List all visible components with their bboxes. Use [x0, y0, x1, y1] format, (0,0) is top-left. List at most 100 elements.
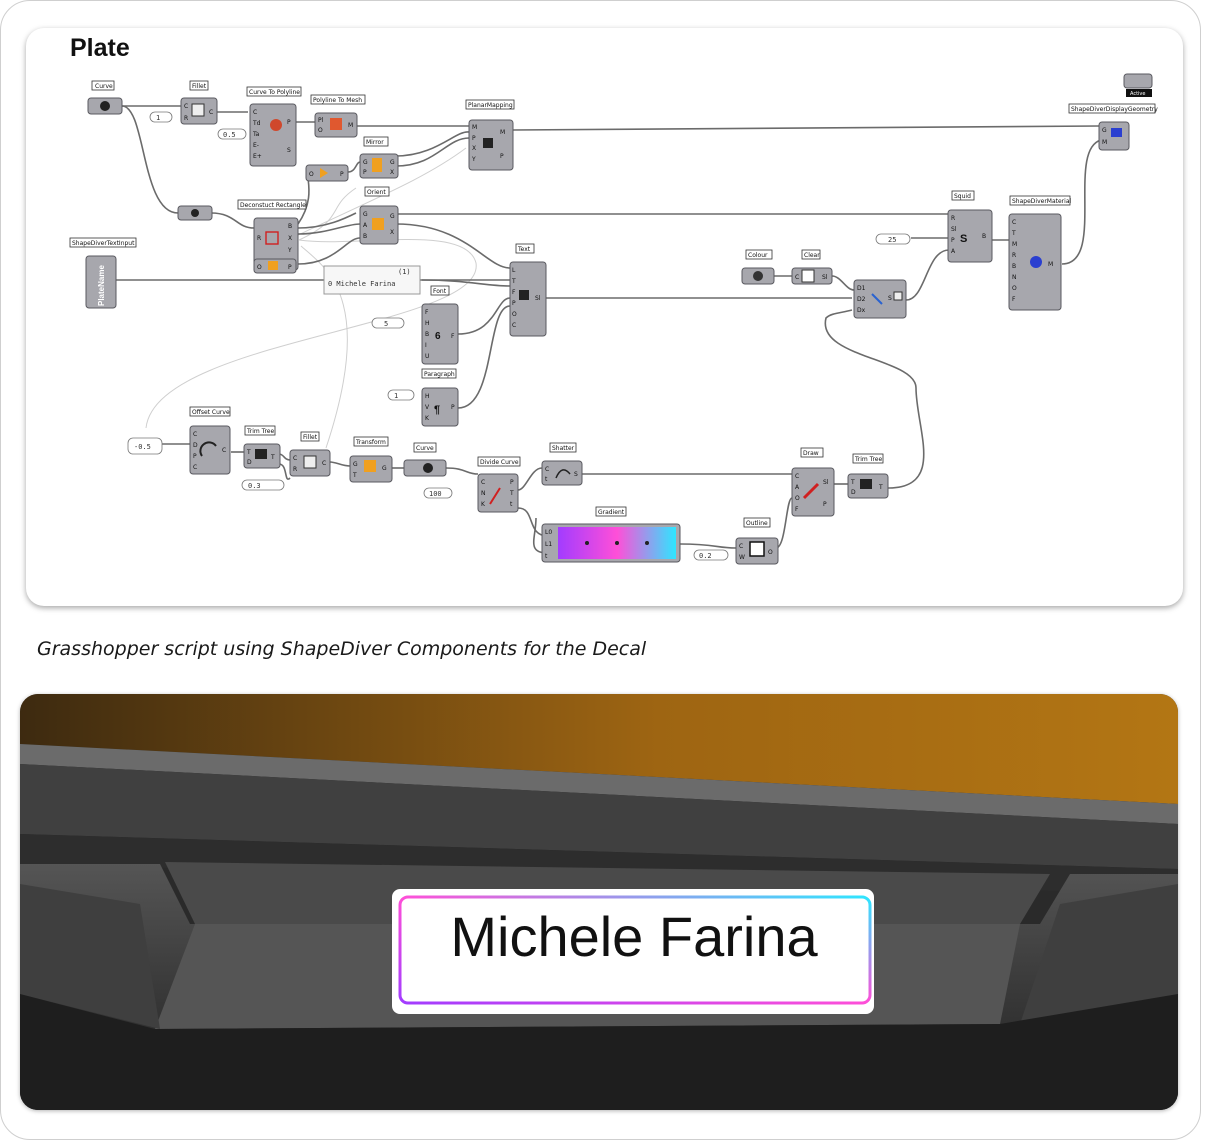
svg-text:R: R: [1012, 252, 1016, 259]
outline-component[interactable]: Outline CWO: [735, 517, 779, 565]
divide-icon: [489, 487, 501, 505]
composer-icon: [871, 293, 883, 305]
svg-text:L: L: [512, 267, 516, 274]
fillet-component-1[interactable]: Fillet CRC: [180, 80, 218, 125]
svg-text:G: G: [390, 213, 395, 220]
svg-text:G: G: [382, 465, 387, 472]
trim-tree-component-2[interactable]: Trim Tree TDT: [847, 453, 889, 499]
shapediver-display-geometry[interactable]: ShapeDiverDisplayGeometry GM: [1068, 103, 1158, 151]
svg-text:P: P: [288, 264, 292, 271]
number-slider-neg-half[interactable]: -0.5: [127, 437, 163, 455]
svg-text:Trim Tree: Trim Tree: [246, 428, 274, 435]
text-panel[interactable]: (1) 0 Michele Farina: [323, 265, 421, 295]
svg-text:M: M: [1102, 139, 1107, 146]
svg-text:G: G: [1102, 127, 1107, 134]
svg-text:N: N: [1012, 274, 1017, 281]
svg-text:O: O: [318, 127, 323, 134]
svg-text:-0.5: -0.5: [134, 443, 151, 451]
svg-text:Fillet: Fillet: [192, 83, 207, 90]
svg-text:T: T: [509, 490, 514, 497]
svg-text:A: A: [363, 222, 368, 229]
svg-text:Curve To Polyline: Curve To Polyline: [249, 89, 300, 96]
text-icon: [519, 290, 529, 300]
svg-text:Fillet: Fillet: [303, 434, 318, 441]
shapediver-text-input[interactable]: ShapeDiverTextInput PlateName: [69, 237, 137, 309]
number-slider-two-tenths[interactable]: 0.2: [693, 549, 729, 561]
svg-text:R: R: [951, 215, 955, 222]
number-slider-one-b[interactable]: 1: [387, 389, 415, 401]
number-slider-half[interactable]: 0.5: [217, 128, 247, 140]
svg-text:B: B: [1012, 263, 1016, 270]
fillet-component-2[interactable]: Fillet CRC: [289, 431, 331, 477]
deconstruct-rectangle-component[interactable]: Deconstuct Rectangle R BXY: [237, 199, 307, 271]
svg-text:T: T: [352, 472, 357, 479]
orient-component[interactable]: Orient GAB GX: [359, 186, 399, 245]
curve-param-2[interactable]: Curve: [403, 442, 447, 477]
svg-text:D: D: [193, 442, 198, 449]
curve-param-1[interactable]: Curve: [87, 80, 123, 115]
number-slider-three-tenths[interactable]: 0.3: [241, 479, 285, 491]
curve-icon-2: [423, 463, 433, 473]
svg-text:Curve: Curve: [95, 83, 113, 90]
svg-text:E-: E-: [253, 142, 259, 149]
colour-param[interactable]: Colour: [741, 249, 775, 285]
svg-text:P: P: [340, 171, 344, 178]
rectangle-icon: [265, 231, 279, 245]
svg-text:R: R: [293, 466, 297, 473]
trim-tree-component-1[interactable]: Trim Tree TDT: [243, 425, 281, 469]
svg-text:A: A: [951, 248, 956, 255]
plate-render: [20, 694, 1178, 1110]
svg-text:F: F: [451, 333, 455, 340]
svg-text:R: R: [257, 235, 261, 242]
dark-wires: [116, 105, 1102, 554]
svg-text:I: I: [425, 342, 427, 349]
svg-text:PlateName: PlateName: [97, 265, 106, 306]
svg-text:T: T: [850, 479, 855, 486]
number-slider-1[interactable]: 1: [149, 111, 173, 123]
divide-curve-component[interactable]: Divide Curve CNK PTt: [477, 456, 521, 513]
svg-text:P: P: [193, 453, 197, 460]
svg-text:B: B: [425, 331, 429, 338]
svg-text:C: C: [481, 479, 485, 486]
svg-text:B: B: [982, 233, 986, 240]
number-slider-twenty-five[interactable]: 25: [875, 233, 911, 245]
svg-text:0.2: 0.2: [699, 552, 712, 560]
number-slider-five[interactable]: 5: [371, 317, 405, 329]
svg-text:ShapeDiverMaterial: ShapeDiverMaterial: [1012, 198, 1071, 205]
svg-text:Curve: Curve: [416, 445, 434, 452]
shapediver-status-badge[interactable]: Active: [1123, 73, 1153, 97]
offset-icon: [199, 441, 217, 457]
svg-text:F: F: [795, 506, 799, 513]
svg-text:X: X: [472, 145, 476, 152]
transform-component[interactable]: Transform GTG: [349, 436, 393, 483]
shatter-component[interactable]: Shatter CtS: [541, 442, 583, 486]
number-slider-hundred[interactable]: 100: [423, 487, 453, 499]
relay-param[interactable]: [177, 205, 213, 221]
svg-text:O: O: [1012, 285, 1017, 292]
node-graph[interactable]: Curve 1 Fillet CRC Curve To Polyline CTd…: [26, 28, 1183, 606]
svg-text:Draw: Draw: [803, 450, 819, 457]
svg-text:C: C: [1012, 219, 1016, 226]
paragraph-icon: ¶: [434, 404, 440, 416]
svg-text:H: H: [425, 393, 430, 400]
svg-text:C: C: [795, 274, 799, 281]
transform-icon: [364, 460, 376, 472]
svg-text:T: T: [246, 449, 251, 456]
grasshopper-canvas[interactable]: Plate: [26, 28, 1183, 606]
